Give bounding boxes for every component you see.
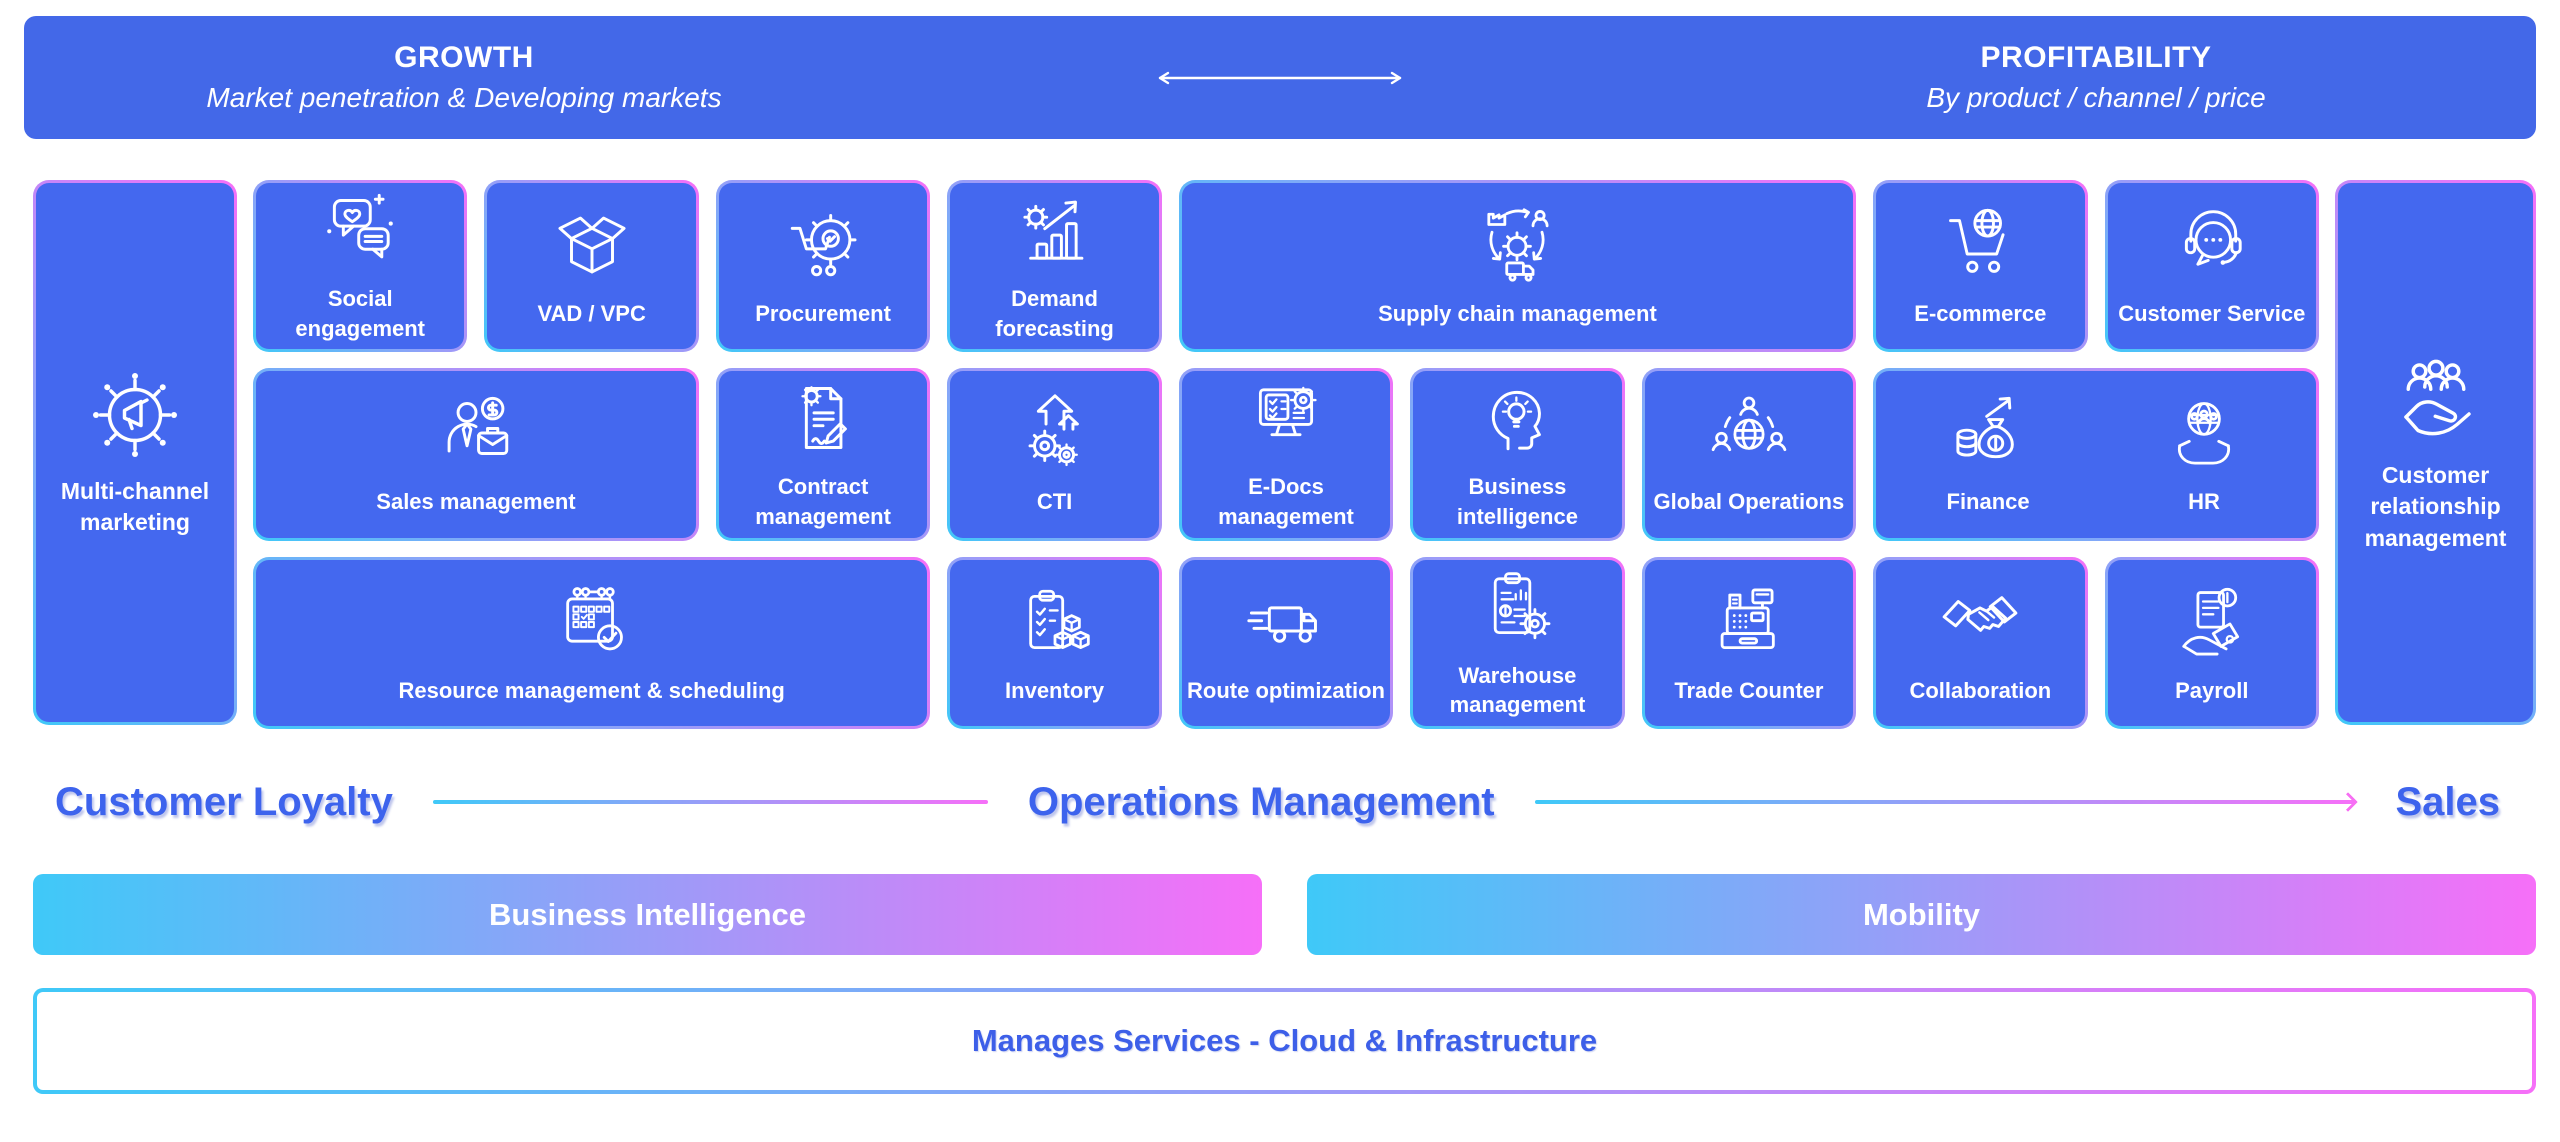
tile-customer-relationship-management: Customer relationship management: [2335, 180, 2536, 725]
head-lightbulb-icon: [1476, 377, 1558, 459]
tile-label: Procurement: [755, 300, 891, 326]
tile-label: Demand forecasting: [995, 286, 1114, 341]
growth-subtitle: Market penetration & Developing markets: [206, 82, 722, 113]
tile-label: Route optimization: [1187, 677, 1385, 703]
coins-money-bag-icon: [1947, 392, 2029, 474]
tile-label: Supply chain management: [1378, 300, 1657, 326]
cart-globe-icon: [1939, 204, 2021, 286]
tile-inventory: Inventory: [947, 557, 1161, 729]
tile-warehouse-management: Warehouse management: [1410, 557, 1624, 729]
managed-services-bar: Manages Services - Cloud & Infrastructur…: [33, 988, 2536, 1094]
tile-e-docs-management: E-Docs management: [1179, 368, 1393, 540]
open-box-icon: [551, 204, 633, 286]
tile-collaboration: Collaboration: [1873, 557, 2087, 729]
tile-label: Multi-channel marketing: [60, 477, 210, 535]
cash-register-icon: [1708, 581, 1790, 663]
gradient-arrow-line: [1534, 800, 2356, 804]
tile-e-commerce: E-commerce: [1873, 180, 2087, 352]
tile-label: E-commerce: [1914, 300, 2047, 326]
calendar-check-icon: [551, 581, 633, 663]
gears-up-arrows-icon: [1014, 392, 1096, 474]
profitability-block: PROFITABILITY By product / channel / pri…: [1796, 41, 2396, 114]
growth-block: GROWTH Market penetration & Developing m…: [164, 41, 764, 114]
tile-label: Customer Service: [2118, 300, 2306, 326]
tile-label: Finance: [1946, 489, 2030, 515]
monitor-checklist-gear-icon: [1245, 377, 1327, 459]
tile-label: Warehouse management: [1449, 662, 1586, 718]
hand-holding-people-icon: [2388, 351, 2484, 447]
capability-bars: Business Intelligence Mobility: [33, 874, 2536, 955]
clipboard-boxes-icon: [1014, 581, 1096, 663]
tile-label: VAD / VPC: [537, 300, 646, 326]
operations-management-label: Operations Management: [1027, 779, 1495, 824]
supply-cycle-icon: [1476, 204, 1558, 286]
double-headed-arrow-icon: [1158, 71, 1402, 84]
tile-label: Trade Counter: [1674, 677, 1824, 703]
tile-label: CTI: [1036, 489, 1073, 515]
tile-demand-forecasting: Demand forecasting: [947, 180, 1161, 352]
tile-route-optimization: Route optimization: [1179, 557, 1393, 729]
tile-label: Contract management: [755, 474, 891, 530]
tile-global-operations: Global Operations: [1642, 368, 1856, 540]
salesperson-coin-briefcase-icon: [435, 392, 517, 474]
finance-cell: Finance: [1880, 392, 2096, 517]
tile-label: Global Operations: [1653, 489, 1845, 515]
tile-social-engagement: Social engagement: [253, 180, 467, 352]
clipboard-gear-icon: [1476, 566, 1558, 648]
tile-label: Customer relationship management: [2364, 462, 2507, 551]
tile-label: Sales management: [376, 489, 576, 515]
tile-payroll: Payroll: [2105, 557, 2319, 729]
headset-chat-icon: [2171, 204, 2253, 286]
cart-in-gear-icon: [782, 204, 864, 286]
tile-multi-channel-marketing: Multi-channel marketing: [33, 180, 237, 725]
tile-label: HR: [2188, 489, 2220, 515]
customer-loyalty-label: Customer Loyalty: [55, 779, 393, 824]
axis-row: Customer Loyalty Operations Management S…: [55, 777, 2500, 827]
tile-procurement: Procurement: [716, 180, 930, 352]
tile-cti: CTI: [947, 368, 1161, 540]
mobility-bar: Mobility: [1307, 874, 2536, 955]
tile-supply-chain-management: Supply chain management: [1179, 180, 1856, 352]
hands-holding-team-globe-icon: [2163, 392, 2245, 474]
tile-label: Payroll: [2175, 677, 2249, 703]
tile-contract-management: Contract management: [716, 368, 930, 540]
tile-label: Social engagement: [295, 286, 426, 341]
tile-label: Collaboration: [1909, 677, 2052, 703]
bar-chart-arrow-gear-icon: [1014, 189, 1096, 271]
tile-trade-counter: Trade Counter: [1642, 557, 1856, 729]
delivery-truck-icon: [1245, 581, 1327, 663]
multi-channel-broadcast-icon: [87, 367, 183, 463]
business-intelligence-bar: Business Intelligence: [33, 874, 1262, 955]
globe-people-icon: [1708, 392, 1790, 474]
chat-bubbles-heart-icon: [319, 189, 401, 271]
tile-vad-vpc: VAD / VPC: [484, 180, 698, 352]
tile-label: Business intelligence: [1456, 474, 1578, 530]
tile-label: Resource management & scheduling: [398, 677, 785, 703]
tile-finance-hr: Finance HR: [1873, 368, 2319, 540]
tile-customer-service: Customer Service: [2105, 180, 2319, 352]
gradient-line: [432, 800, 988, 804]
hand-invoice-coin-icon: [2171, 581, 2253, 663]
handshake-icon: [1939, 581, 2021, 663]
sales-label: Sales: [2395, 779, 2500, 824]
tile-sales-management: Sales management: [253, 368, 699, 540]
growth-title: GROWTH: [394, 41, 534, 74]
profitability-subtitle: By product / channel / price: [1926, 82, 2266, 113]
hr-cell: HR: [2096, 392, 2312, 517]
tile-label: Inventory: [1005, 677, 1105, 703]
tile-business-intelligence: Business intelligence: [1410, 368, 1624, 540]
module-board: Multi-channel marketing Social engagemen…: [33, 180, 2536, 725]
tile-resource-management-scheduling: Resource management & scheduling: [253, 557, 930, 729]
strategy-banner: GROWTH Market penetration & Developing m…: [24, 16, 2536, 139]
document-gear-pencil-icon: [782, 377, 864, 459]
profitability-title: PROFITABILITY: [1980, 41, 2212, 74]
module-grid: Social engagement VAD / VPC Procurement …: [253, 180, 2319, 725]
tile-label: E-Docs management: [1218, 474, 1354, 530]
